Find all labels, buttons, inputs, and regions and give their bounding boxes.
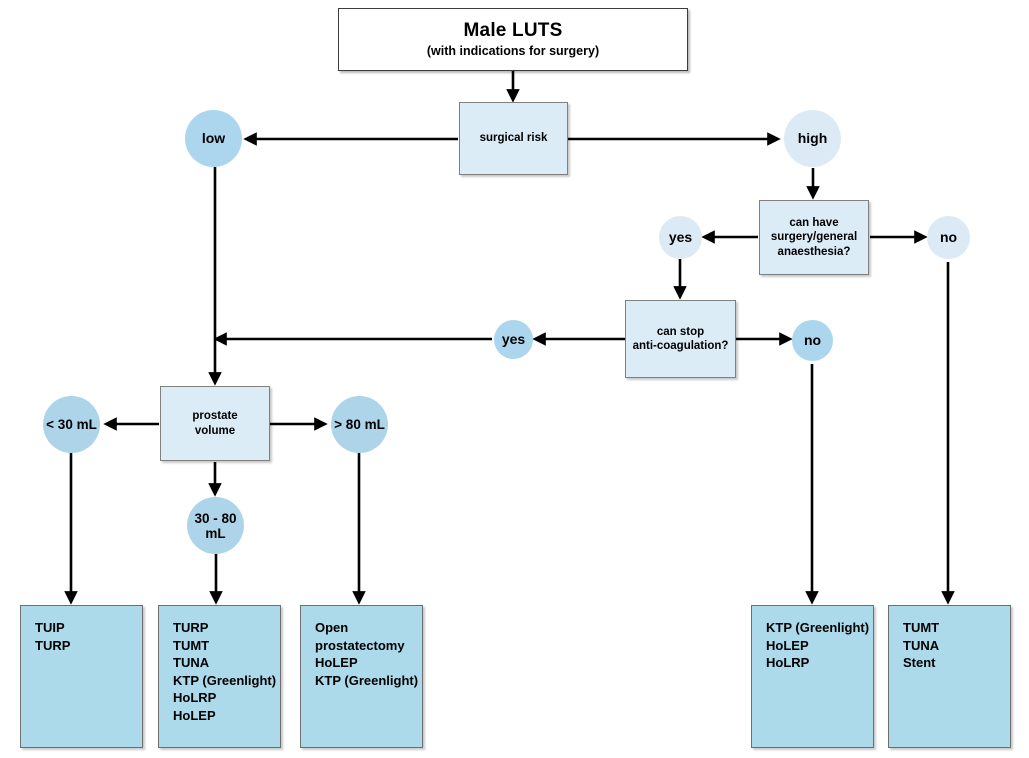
- branch-volume-medium-label: 30 - 80 mL: [194, 510, 237, 541]
- branch-volume-large-label: > 80 mL: [334, 417, 385, 432]
- outcome-box-anticoag-no: KTP (Greenlight) HoLEP HoLRP: [751, 605, 874, 748]
- outcome-list-over-80: Open prostatectomy HoLEP KTP (Greenlight…: [315, 620, 419, 688]
- outcome-list-30-80: TURP TUMT TUNA KTP (Greenlight) HoLRP Ho…: [173, 620, 277, 723]
- branch-volume-medium[interactable]: 30 - 80 mL: [187, 497, 244, 554]
- decision-prostate-volume-label: prostate volume: [192, 410, 238, 437]
- branch-anticoag-yes-label: yes: [501, 331, 526, 347]
- branch-anticoag-no[interactable]: no: [792, 320, 833, 361]
- branch-anticoag-yes[interactable]: yes: [494, 320, 533, 359]
- outcome-box-under-30: TUIP TURP: [20, 605, 143, 748]
- decision-can-have-surgery[interactable]: can have surgery/general anaesthesia?: [759, 200, 869, 275]
- branch-low[interactable]: low: [185, 110, 242, 167]
- outcome-list-anticoag-no: KTP (Greenlight) HoLEP HoLRP: [766, 620, 870, 670]
- branch-high[interactable]: high: [784, 110, 841, 167]
- outcome-box-no-surgery: TUMT TUNA Stent: [888, 605, 1011, 748]
- branch-high-label: high: [797, 130, 828, 146]
- branch-volume-large[interactable]: > 80 mL: [331, 396, 388, 453]
- decision-surgical-risk[interactable]: surgical risk: [459, 102, 568, 175]
- header-box: Male LUTS (with indications for surgery): [338, 8, 688, 71]
- branch-anticoag-no-label: no: [803, 332, 822, 348]
- outcome-list-no-surgery: TUMT TUNA Stent: [903, 620, 940, 670]
- decision-can-stop-anticoagulation[interactable]: can stop anti-coagulation?: [625, 300, 736, 378]
- decision-prostate-volume[interactable]: prostate volume: [160, 386, 270, 461]
- decision-surgical-risk-label: surgical risk: [479, 132, 548, 145]
- branch-surgery-no-label: no: [939, 229, 958, 245]
- branch-volume-small-label: < 30 mL: [46, 417, 97, 432]
- page-subtitle: (with indications for surgery): [426, 44, 600, 58]
- outcome-box-over-80: Open prostatectomy HoLEP KTP (Greenlight…: [300, 605, 423, 748]
- branch-surgery-yes-label: yes: [668, 229, 693, 245]
- page-title: Male LUTS: [463, 20, 563, 41]
- branch-surgery-no[interactable]: no: [927, 216, 970, 259]
- branch-surgery-yes[interactable]: yes: [659, 216, 702, 259]
- decision-can-have-surgery-label: can have surgery/general anaesthesia?: [770, 216, 858, 258]
- branch-low-label: low: [201, 130, 226, 146]
- decision-can-stop-anticoagulation-label: can stop anti-coagulation?: [632, 325, 729, 353]
- branch-volume-small[interactable]: < 30 mL: [43, 396, 100, 453]
- outcome-list-under-30: TUIP TURP: [35, 620, 71, 653]
- outcome-box-30-80: TURP TUMT TUNA KTP (Greenlight) HoLRP Ho…: [158, 605, 281, 748]
